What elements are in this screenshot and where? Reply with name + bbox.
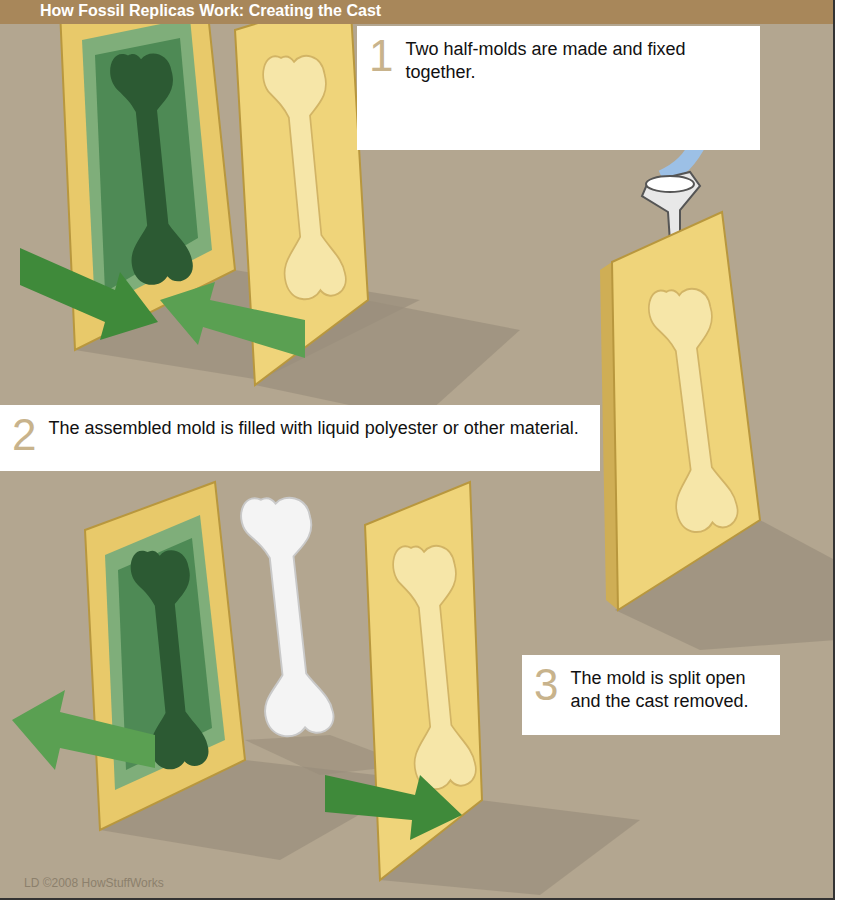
step-callout: 3 The mold is split open and the cast rem…: [522, 655, 780, 735]
step-callout: 2 The assembled mold is filled with liqui…: [0, 405, 600, 471]
direction-arrow: [160, 282, 305, 358]
step-number: 1: [369, 34, 393, 78]
step-text: Two half-molds are made and fixed togeth…: [405, 34, 750, 84]
bone-relief: [392, 542, 477, 792]
direction-arrow: [325, 775, 462, 840]
diagram-title: How Fossil Replicas Work: Creating the C…: [40, 2, 381, 20]
mold-cavity: [95, 38, 198, 292]
assembled-mold: [612, 212, 760, 610]
step-number: 2: [12, 413, 36, 457]
step-number: 3: [534, 663, 558, 707]
watermark: LD ©2008 HowStuffWorks: [24, 876, 164, 890]
mold-cavity: [82, 18, 212, 310]
bone-relief: [262, 52, 347, 302]
half-mold: [85, 482, 245, 830]
step-callout: 1 Two half-molds are made and fixed toget…: [357, 26, 760, 150]
direction-arrow: [20, 248, 158, 340]
step-text: The assembled mold is filled with liquid…: [48, 413, 578, 440]
step-text: The mold is split open and the cast remo…: [570, 663, 770, 713]
diagram-frame: How Fossil Replicas Work: Creating the C…: [0, 0, 835, 900]
bone-impression: [109, 50, 194, 288]
bone-cast: [240, 494, 335, 739]
direction-arrow: [12, 690, 155, 770]
bone-relief: [647, 283, 739, 535]
funnel-rim: [646, 176, 694, 192]
